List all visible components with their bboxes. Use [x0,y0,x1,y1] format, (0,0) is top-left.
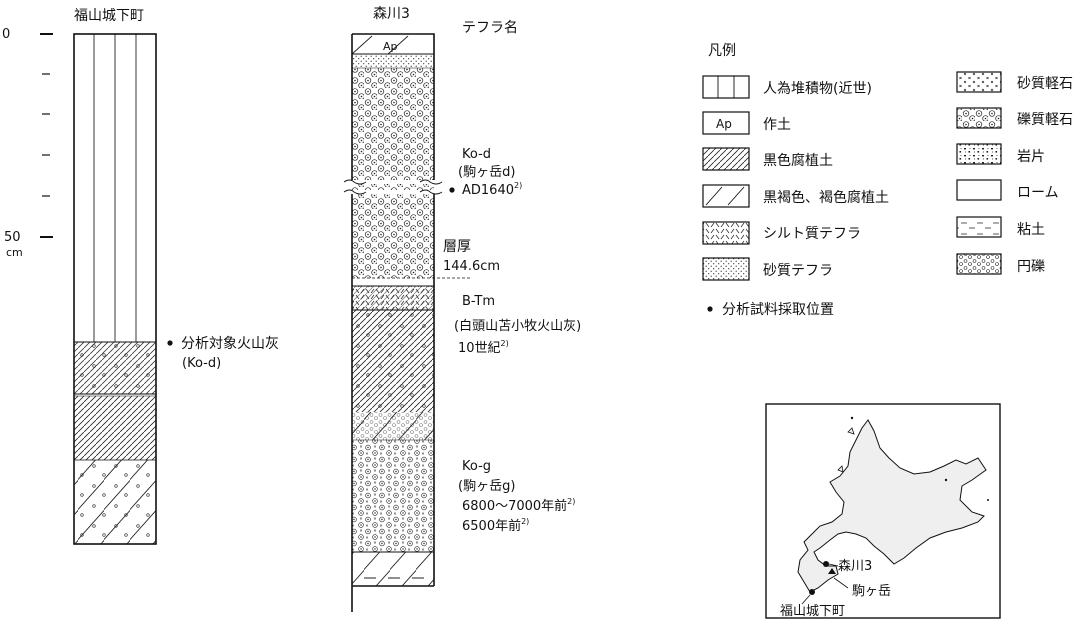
legend-swatch [956,253,1002,275]
thickness-label: 層厚 [443,239,471,255]
legend-item-loam: ローム [956,179,1059,201]
legend-swatch [956,107,1002,129]
column-morikawa: 森川3 テフラ名 Ap [343,6,581,612]
layer-kod-break [352,184,434,190]
scale-unit: cm [6,246,23,259]
legend-label: 粘土 [1017,222,1045,238]
layer-ap-lines [351,35,409,55]
kod-name: Ko-d [462,147,491,162]
legend-label: 円礫 [1017,259,1045,275]
hokkaido-outline [797,419,987,593]
legend-label: 砂質軽石 [1017,76,1073,92]
sample-dot [707,306,713,312]
layer-black-humus [74,396,156,460]
layer-sandy-tephra [352,54,434,68]
island [987,499,989,501]
legend-label: 分析試料採取位置 [722,302,834,318]
btm-desc: (白頭山苫小牧火山灰) [454,318,581,334]
legend-item-silt-tephra: シルト質テフラ [702,221,861,245]
legend-item-gravel-pumice: 礫質軽石 [956,107,1073,129]
legend-swatch [702,147,750,171]
legend-label: ローム [1017,185,1059,201]
layer-ap-label: Ap [383,40,398,53]
island [837,427,855,473]
volcano-marker [828,568,836,574]
island [944,478,948,482]
legend-item-rock-fragment: 岩片 [956,143,1045,165]
location-map: 森川3 駒ヶ岳 福山城下町 [765,403,1001,619]
legend-item-round-gravel: 円礫 [956,253,1045,275]
legend-item-topsoil: Ap 作土 [702,111,791,135]
column-title-morikawa: 森川3 [373,6,410,22]
layer-kod-ash-dots [74,342,156,394]
site-marker-morikawa [823,561,829,567]
legend-item-brown-humus: 黒褐色、褐色腐植土 [702,184,889,208]
site-marker-fukuyama [809,589,815,595]
legend-label: 岩片 [1017,149,1045,165]
map-label-morikawa: 森川3 [838,559,872,574]
legend-ap-symbol: Ap [716,117,732,131]
legend-item-clay: 粘土 [956,216,1045,238]
legend-item-black-humus: 黒色腐植土 [702,147,833,171]
legend: 凡例 人為堆積物(近世) Ap 作土 黒色腐植土 黒褐色、褐色腐植土 シルト質テ… [702,43,1073,318]
legend-label: 作土 [763,117,791,133]
legend-swatch [956,143,1002,165]
legend-label: シルト質テフラ [763,226,861,242]
scale-label-0: 0 [2,27,10,42]
tephra-header: テフラ名 [462,20,518,36]
kog-name: Ko-g [462,459,491,474]
legend-label: 黒褐色、褐色腐植土 [763,189,889,206]
legend-swatch [956,71,1002,93]
layer-black-humus-b-dots [352,310,434,412]
legend-swatch [702,184,750,208]
kog-age-2: 6500年前2) [462,517,529,534]
sample-label: 分析対象火山灰 [181,336,279,352]
sample-dot [449,187,455,193]
scale-label-50: 50 [4,230,21,245]
break-mark [343,179,443,195]
layer-kod-lower [352,194,434,278]
map-label-komagatake: 駒ヶ岳 [852,584,891,599]
column-frame-b [351,33,435,612]
layer-ap [352,34,434,54]
column-title-fukuyama: 福山城下町 [74,8,144,24]
layer-brown-humus-dots [74,460,156,544]
legend-swatch [702,221,750,245]
legend-item-sandy-pumice: 砂質軽石 [956,71,1073,93]
legend-swatch [956,216,1002,238]
column-fukuyama: 福山城下町 分析対象火山灰 (Ko-d) [73,8,279,545]
legend-label: 黒色腐植土 [763,152,833,169]
legend-label: 砂質テフラ [763,263,833,279]
btm-age: 10世紀2) [458,339,509,356]
sample-label-sub: (Ko-d) [182,356,221,371]
legend-swatch [702,257,750,281]
legend-title: 凡例 [708,43,736,59]
column-frame [73,33,157,545]
legend-swatch [702,111,750,135]
layer-brown-humus-b-dots [352,412,434,440]
sample-dot [167,340,173,346]
map-label-fukuyama: 福山城下町 [780,604,845,619]
kog-age-1: 6800〜7000年前2) [462,497,575,514]
legend-item-sandy-tephra: 砂質テフラ [702,257,833,281]
layer-kod-upper [352,68,434,180]
kod-desc: (駒ヶ岳d) [458,165,515,180]
depth-scale: 0 50 cm [2,27,53,259]
legend-sample-note: 分析試料採取位置 [707,302,834,318]
kod-age: AD16402) [462,181,522,198]
kog-desc: (駒ヶ岳g) [458,479,515,494]
legend-swatch [956,179,1002,201]
legend-label: 礫質軽石 [1017,112,1073,128]
legend-item-historical: 人為堆積物(近世) [702,75,872,99]
btm-name: B-Tm [462,294,495,309]
island [850,416,854,420]
layer-bottom-humus [352,552,434,586]
layer-kog [352,440,434,552]
legend-swatch [702,75,750,99]
legend-label: 人為堆積物(近世) [763,81,872,97]
thickness-value: 144.6cm [443,259,500,274]
layer-btm-hatch [352,286,434,310]
